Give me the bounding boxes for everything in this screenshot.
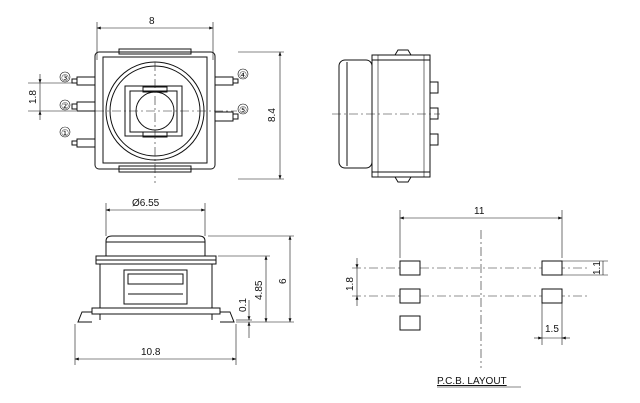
pcb-pad-height-dim: 1.1 xyxy=(592,261,603,275)
pcb-pad xyxy=(399,315,421,331)
pcb-pad xyxy=(541,288,563,304)
front-view: Ø6.55 10.8 6 4.85 0 xyxy=(74,198,294,365)
pcb-pad xyxy=(541,260,563,276)
pcb-layout: 11 1.8 1.1 1.5 P.C.B. LAYOUT xyxy=(345,206,608,388)
pin-1-label: ① xyxy=(61,128,69,138)
top-view: 8 ③ ② ① ④ xyxy=(28,16,284,183)
top-width-dim: 8 xyxy=(149,16,155,27)
pcb-pad xyxy=(399,260,421,276)
front-body-dim: 4.85 xyxy=(254,280,265,300)
pcb-pitch-dim: 1.8 xyxy=(345,277,356,291)
front-standoff-dim: 0.1 xyxy=(238,298,249,312)
front-height-dim: 6 xyxy=(278,278,289,284)
front-width-dim: 10.8 xyxy=(141,347,161,358)
pin-2-label: ② xyxy=(61,101,69,111)
pin-5-label: ⑤ xyxy=(239,105,247,115)
pcb-pad xyxy=(399,288,421,304)
top-height-dim: 8.4 xyxy=(267,108,278,122)
top-pitch-dim: 1.8 xyxy=(28,90,39,104)
pin-4-label: ④ xyxy=(239,70,247,80)
pcb-span-dim: 11 xyxy=(474,206,485,217)
pin-3-label: ③ xyxy=(61,73,69,83)
front-diameter-dim: Ø6.55 xyxy=(132,198,160,209)
pcb-layout-title: P.C.B. LAYOUT xyxy=(437,376,507,387)
side-view xyxy=(332,49,440,183)
pcb-pad-width-dim: 1.5 xyxy=(545,324,559,335)
